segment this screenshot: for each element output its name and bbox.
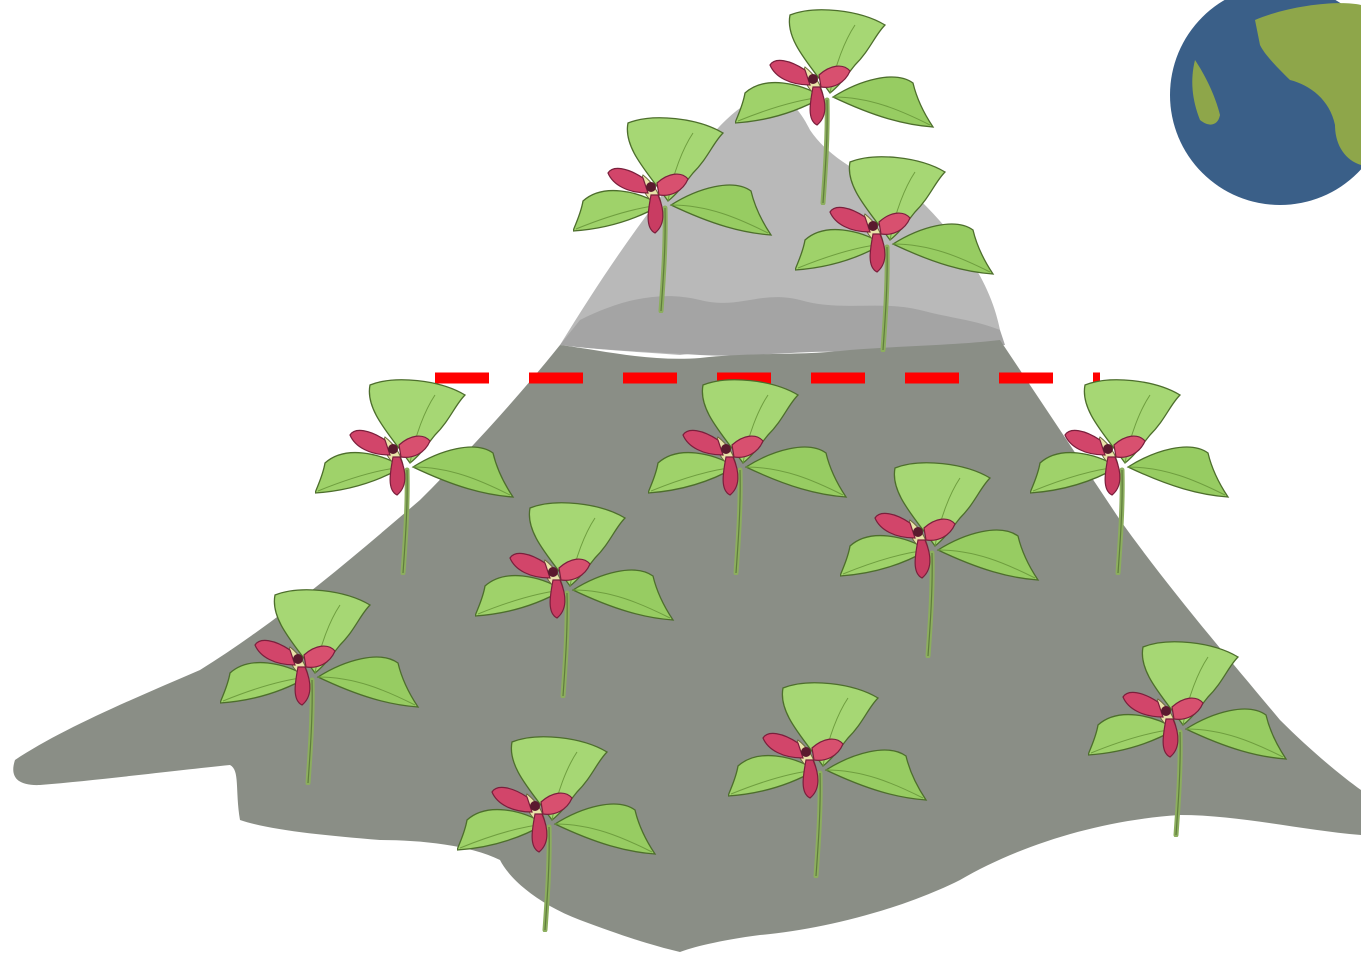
mountain-upper-shadow <box>560 296 1005 356</box>
earth-globe-icon <box>1170 0 1361 205</box>
mountain-lower-zone <box>13 340 1361 952</box>
mountain-upper-zone <box>560 95 1000 355</box>
